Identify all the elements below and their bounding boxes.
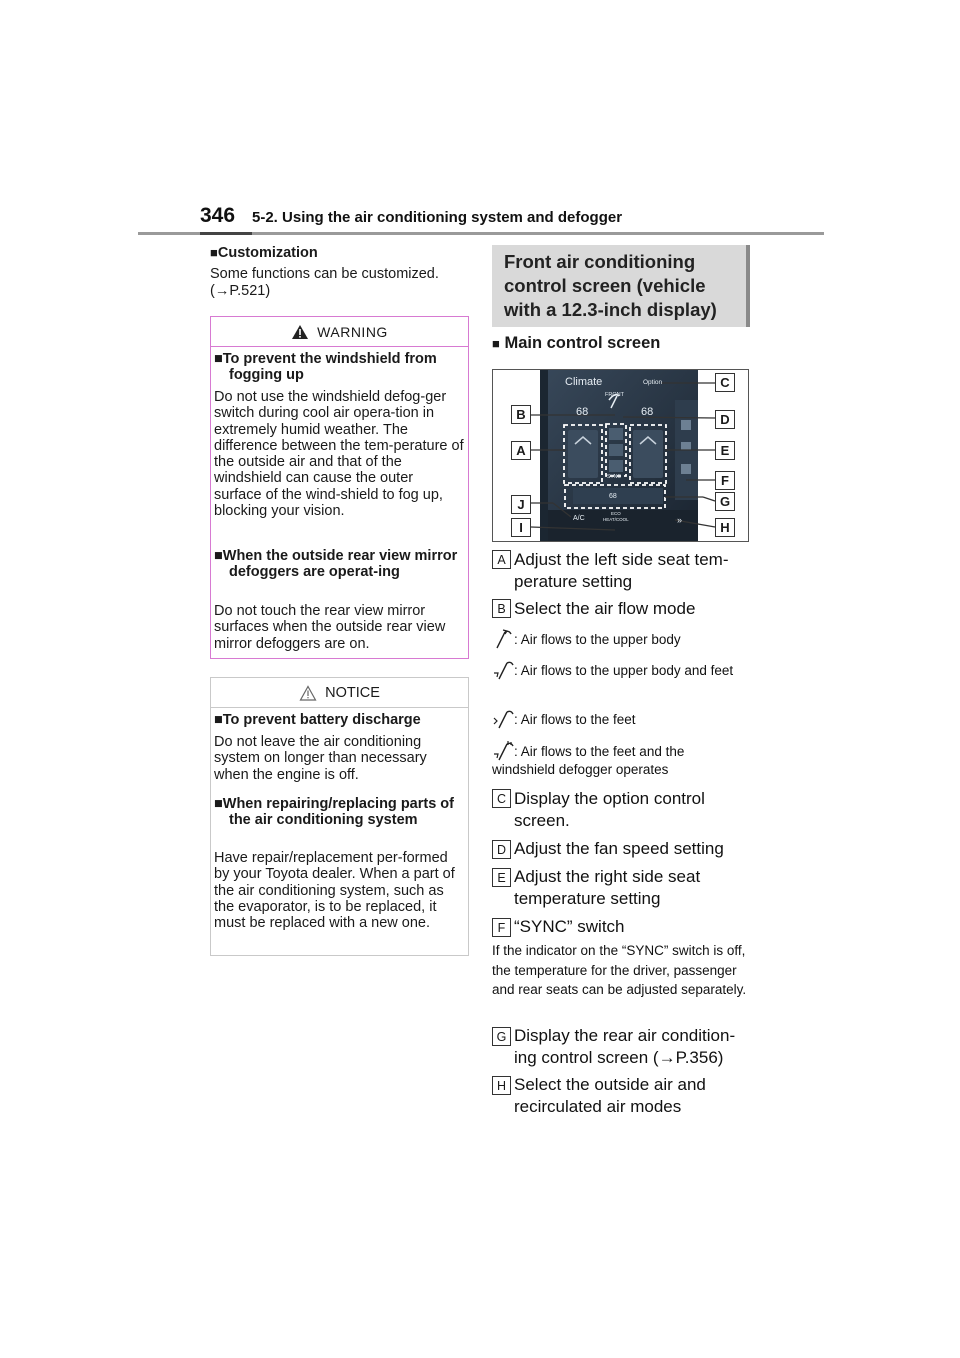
- notice-item2-body: Have repair/replacement per-formed by yo…: [214, 850, 455, 932]
- item-g-text: Display the rear air condition-ing contr…: [514, 1026, 736, 1067]
- screen-ac-button[interactable]: A/C: [573, 515, 585, 522]
- item-letter-c: C: [492, 789, 511, 808]
- square-bullet-icon: ■: [492, 336, 500, 351]
- callout-g: G: [715, 492, 735, 511]
- item-h-text: Select the outside air and recirculated …: [514, 1075, 706, 1116]
- page-reference-link[interactable]: (→P.521): [210, 283, 271, 299]
- airflow-feet-icon: [493, 710, 514, 729]
- screen-sync-button[interactable]: SYNC: [607, 474, 621, 480]
- warning-item2-heading: ■When the outside rear view mirror defog…: [214, 548, 458, 580]
- item-f-note: If the indicator on the “SYNC” switch is…: [492, 943, 747, 997]
- notice-box: NOTICE ■To prevent battery discharge Do …: [210, 677, 469, 956]
- screen-front-label: FRONT: [605, 392, 624, 398]
- airflow-mode-2: : Air flows to the upper body and feet: [514, 663, 734, 678]
- item-f-text: “SYNC” switch: [514, 917, 625, 936]
- main-control-heading: ■ Main control screen: [492, 334, 661, 352]
- airflow-mode-1: : Air flows to the upper body: [514, 632, 681, 647]
- airflow-upper-body-feet-icon: [494, 661, 514, 680]
- section-title: Front air conditioning control screen (v…: [504, 251, 717, 320]
- airflow-mode-3: : Air flows to the feet: [514, 712, 636, 727]
- climate-screen-illustration: Climate Option FRONT 68 68 SYNC 68 A/C E…: [492, 369, 749, 542]
- screen-option-button[interactable]: Option: [643, 379, 663, 386]
- notice-item1-heading: ■To prevent battery discharge: [214, 712, 421, 728]
- chapter-title: 5-2. Using the air conditioning system a…: [252, 209, 623, 226]
- callout-c: C: [715, 373, 735, 392]
- customization-heading: ■Customization: [210, 245, 318, 261]
- warning-box: WARNING ■To prevent the windshield from …: [210, 316, 469, 659]
- callout-i: I: [511, 518, 531, 537]
- airflow-feet-defogger-icon: [494, 741, 514, 761]
- callout-a: A: [511, 441, 531, 460]
- warning-title-bar: WARNING: [211, 317, 468, 347]
- screen-eco-label: ECO: [611, 511, 621, 516]
- caution-triangle-icon: [299, 684, 317, 701]
- warning-item1-heading: ■To prevent the windshield from fogging …: [214, 351, 437, 383]
- callout-j: J: [511, 495, 531, 514]
- screen-temp-rear: 68: [609, 493, 617, 500]
- item-letter-e: E: [492, 868, 511, 887]
- item-d-text: Adjust the fan speed setting: [514, 839, 724, 858]
- item-c-text: Display the option control screen.: [514, 789, 705, 830]
- item-letter-a: A: [492, 550, 511, 569]
- square-bullet-icon: ■: [210, 245, 218, 260]
- screen-temp-right: 68: [641, 406, 654, 418]
- callout-b: B: [511, 405, 531, 424]
- climate-screen-graphic: [530, 370, 716, 541]
- warning-item1-body: Do not use the windshield defog-ger swit…: [214, 389, 464, 520]
- airflow-mode-4: : Air flows to the feet and the windshie…: [492, 744, 685, 777]
- chevron-right-icon: »: [677, 515, 683, 525]
- warning-item2-body: Do not touch the rear view mirror surfac…: [214, 603, 446, 652]
- page-number: 346: [200, 204, 236, 227]
- callout-f: F: [715, 471, 735, 490]
- header-rule: [138, 232, 824, 235]
- notice-item2-heading: ■When repairing/replacing parts of the a…: [214, 796, 454, 828]
- callout-e: E: [715, 441, 735, 460]
- notice-title-bar: NOTICE: [211, 678, 468, 708]
- warning-triangle-icon: [292, 324, 309, 339]
- customization-body: Some functions can be customized. (→P.52…: [210, 266, 472, 300]
- item-letter-b: B: [492, 599, 511, 618]
- notice-title: NOTICE: [325, 684, 380, 701]
- item-letter-h: H: [492, 1076, 511, 1095]
- airflow-upper-body-icon: [496, 629, 512, 649]
- item-letter-g: G: [492, 1027, 511, 1046]
- warning-title: WARNING: [317, 323, 388, 340]
- item-letter-f: F: [492, 918, 511, 937]
- item-letter-d: D: [492, 840, 511, 859]
- notice-item1-body: Do not leave the air conditioning system…: [214, 734, 427, 783]
- screen-temp-left: 68: [576, 406, 589, 418]
- section-heading-box: Front air conditioning control screen (v…: [492, 245, 750, 327]
- screen-heat-cool-label: HEAT/COOL: [603, 517, 629, 522]
- callout-h: H: [715, 518, 735, 537]
- item-e-text: Adjust the right side seat temperature s…: [514, 867, 701, 908]
- item-b-text: Select the air flow mode: [514, 599, 696, 618]
- callout-d: D: [715, 410, 735, 429]
- item-a-text: Adjust the left side seat tem-perature s…: [514, 550, 729, 591]
- header-rule-accent: [200, 232, 252, 235]
- screen-climate-label: Climate: [565, 376, 603, 388]
